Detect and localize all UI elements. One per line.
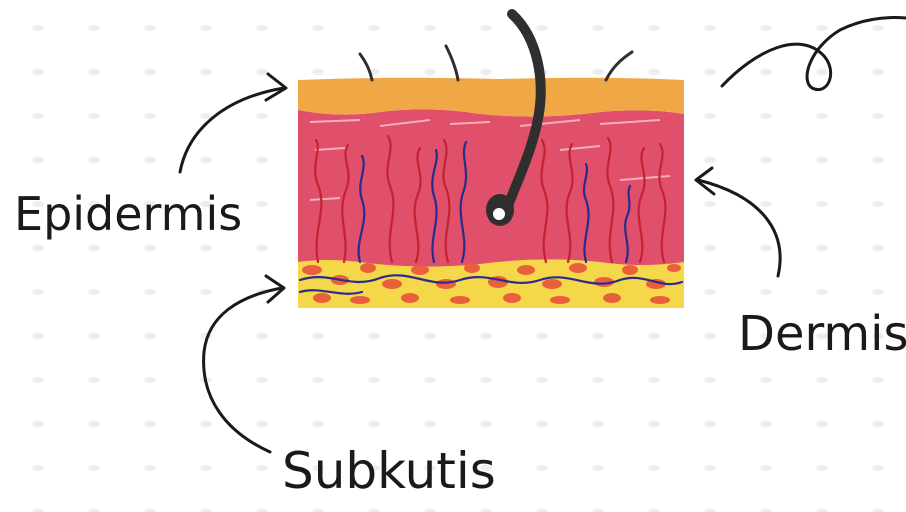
subkutis-label: Subkutis — [282, 442, 496, 500]
decorative-curl — [722, 18, 906, 90]
epidermis-label: Epidermis — [14, 187, 242, 241]
dermis-label: Dermis — [738, 306, 906, 362]
surface-hairs — [360, 46, 632, 80]
dermis-arrow — [698, 180, 780, 276]
subkutis-arrow — [204, 288, 282, 452]
epidermis-arrowhead — [266, 74, 286, 100]
skin-cross-section — [298, 14, 684, 308]
epidermis-arrow — [180, 88, 284, 172]
